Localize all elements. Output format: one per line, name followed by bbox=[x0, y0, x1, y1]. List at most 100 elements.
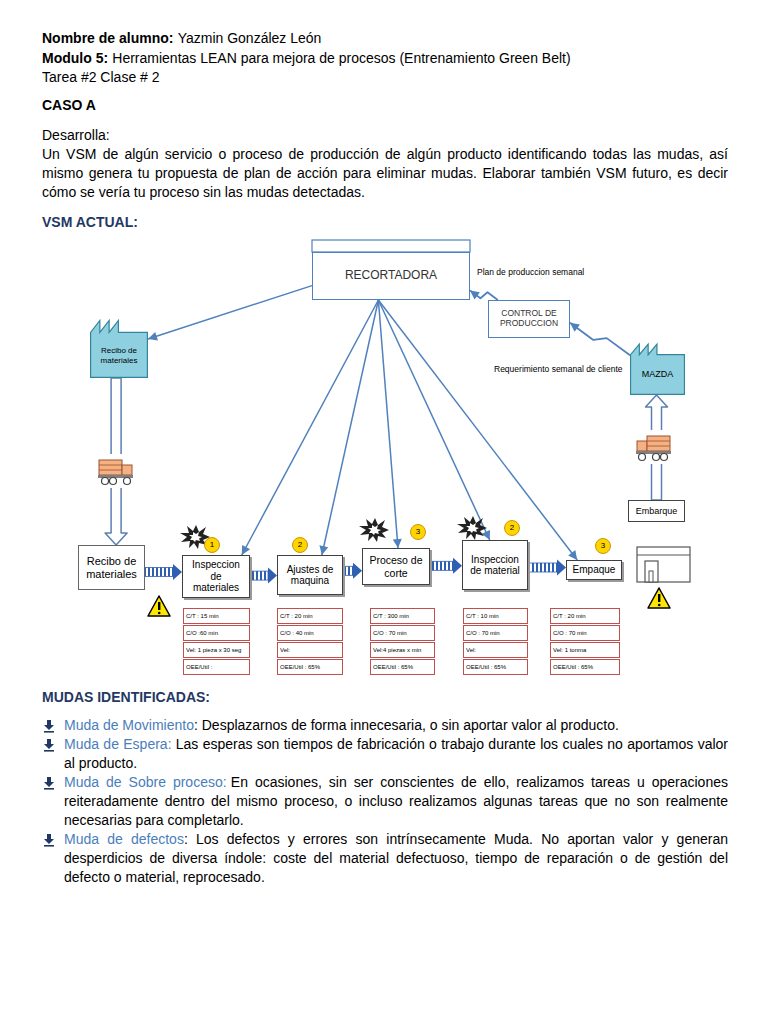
text-line: Desarrolla: bbox=[42, 126, 742, 145]
node-text: Inspeccion de materiales bbox=[186, 559, 246, 594]
factory-outline bbox=[91, 320, 148, 377]
push-arrow-head bbox=[353, 563, 362, 579]
edge-label: Plan de produccion semanal bbox=[476, 267, 585, 278]
truck-icon bbox=[634, 430, 674, 464]
callout-number: 3 bbox=[596, 539, 610, 553]
connector bbox=[145, 564, 182, 580]
edge-label: Requerimiento semanal de cliente bbox=[493, 364, 624, 375]
truck-wheel bbox=[653, 454, 660, 461]
flow-line bbox=[242, 300, 379, 555]
factory-icon: Recibo de materiales bbox=[90, 318, 148, 378]
warning-bar bbox=[158, 602, 160, 610]
text-line: VSM ACTUAL: bbox=[42, 213, 742, 232]
factory-icon: MAZDA bbox=[630, 342, 685, 395]
text: : Desplazarnos de forma innecesaria, o s… bbox=[194, 717, 619, 733]
data-cell: OEE/Util : 65% bbox=[277, 659, 343, 675]
push-arrow-body bbox=[250, 571, 268, 580]
text-line: Muda de Movimiento: Desplazarnos de form… bbox=[64, 716, 728, 735]
connector bbox=[343, 563, 362, 579]
warning-icon bbox=[148, 596, 170, 616]
term: Muda de Movimiento bbox=[64, 717, 194, 733]
warehouse-door bbox=[645, 561, 658, 582]
callout-number: 2 bbox=[293, 538, 307, 552]
connector bbox=[470, 290, 498, 300]
callout-number: 3 bbox=[411, 525, 425, 539]
text-line: Muda de Espera:Las esperas son tiempos d… bbox=[64, 735, 728, 773]
data-cell: Vel: 1 tonma bbox=[550, 642, 620, 658]
text: Tarea #2 Clase # 2 bbox=[42, 69, 160, 85]
connector bbox=[250, 568, 277, 584]
warning-dot bbox=[658, 604, 661, 607]
bullet-line bbox=[44, 788, 54, 790]
header-bar bbox=[312, 240, 470, 252]
section-heading: VSM ACTUAL: bbox=[42, 214, 138, 230]
data-cell: C/O : 70 min bbox=[550, 625, 620, 641]
node-text: Embarque bbox=[632, 506, 681, 516]
data-box: C/T : 20 minC/O : 70 minVel: 1 tonmaOEE/… bbox=[550, 608, 620, 676]
bullet-icon bbox=[44, 777, 54, 790]
node-text: MAZDA bbox=[633, 369, 682, 379]
data-cell: OEE/Util : 65% bbox=[550, 659, 620, 675]
data-box: C/T : 300 minC/O : 70 minVel:4 piezas x … bbox=[370, 608, 435, 676]
node-text: CONTROL DE PRODUCCION bbox=[492, 309, 566, 329]
node-text: Proceso de corte bbox=[366, 554, 426, 578]
truck-cab bbox=[637, 441, 647, 451]
process-box: Empaque bbox=[566, 560, 622, 580]
data-cell: Vel: bbox=[277, 642, 343, 658]
term: Muda de Sobre proceso: bbox=[64, 774, 227, 790]
truck-ground bbox=[634, 430, 674, 464]
term: Muda de defectos bbox=[64, 831, 184, 847]
callout-circle bbox=[205, 538, 220, 553]
node-text: Recibo de materiales bbox=[82, 555, 141, 580]
warehouse-body bbox=[637, 547, 690, 582]
flow-line bbox=[378, 300, 489, 540]
bullet-line bbox=[44, 731, 54, 733]
data-box: C/T : 20 minC/O : 40 minVel:OEE/Util : 6… bbox=[277, 608, 343, 676]
data-box: C/T : 15 minC/O :60 minVel: 1 pieza x 30… bbox=[183, 608, 250, 676]
arrowhead bbox=[470, 290, 480, 299]
kaizen-burst bbox=[457, 516, 487, 540]
receiving-box: Recibo de materiales bbox=[78, 545, 145, 590]
shipping-box: Embarque bbox=[628, 500, 685, 522]
text-line: MUDAS IDENTIFICADAS: bbox=[42, 688, 742, 707]
connector bbox=[378, 300, 490, 540]
truck-wheel bbox=[639, 454, 646, 461]
truck-stripe bbox=[647, 446, 670, 447]
truck-wheel bbox=[661, 454, 668, 461]
truck-ground bbox=[96, 454, 136, 488]
truck-stripe bbox=[99, 470, 122, 471]
text: Un VSM de algún servicio o proceso de pr… bbox=[42, 146, 728, 200]
callout-circle bbox=[505, 521, 520, 536]
warehouse-door-inner bbox=[649, 571, 653, 582]
warning-dot bbox=[158, 612, 161, 615]
process-box: Inspeccion de materiales bbox=[182, 555, 250, 598]
text-line: Modulo 5:Herramientas LEAN para mejora d… bbox=[42, 49, 742, 68]
data-cell: Vel:4 piezas x min bbox=[370, 642, 435, 658]
connector bbox=[378, 300, 401, 548]
data-cell: Vel: 1 pieza x 30 seg bbox=[183, 642, 250, 658]
node-text: Ajustes de maquina bbox=[281, 564, 339, 587]
burst-inner bbox=[466, 523, 479, 533]
arrowhead bbox=[568, 550, 577, 560]
flow-line bbox=[322, 300, 379, 555]
push-arrow-head bbox=[557, 560, 566, 576]
bullet-icon bbox=[44, 720, 54, 733]
flow-line bbox=[378, 300, 577, 560]
push-arrow-body bbox=[430, 561, 453, 570]
truck-icon bbox=[96, 454, 136, 488]
truck-cab bbox=[122, 465, 132, 475]
connector bbox=[378, 300, 577, 560]
data-cell: C/T : 10 min bbox=[463, 608, 528, 624]
bullet-arrow bbox=[44, 720, 54, 730]
data-cell: C/O : 70 min bbox=[463, 625, 528, 641]
text: Desarrolla: bbox=[42, 127, 110, 143]
connector bbox=[430, 558, 462, 574]
push-arrow-head bbox=[173, 564, 182, 580]
truck-stripe bbox=[647, 441, 670, 442]
process-box: Proceso de corte bbox=[362, 548, 430, 585]
process-box: Inspeccion de material bbox=[462, 540, 528, 590]
text-line: CASO A bbox=[42, 96, 742, 115]
warning-triangle bbox=[648, 588, 670, 608]
arrowhead bbox=[148, 332, 158, 341]
